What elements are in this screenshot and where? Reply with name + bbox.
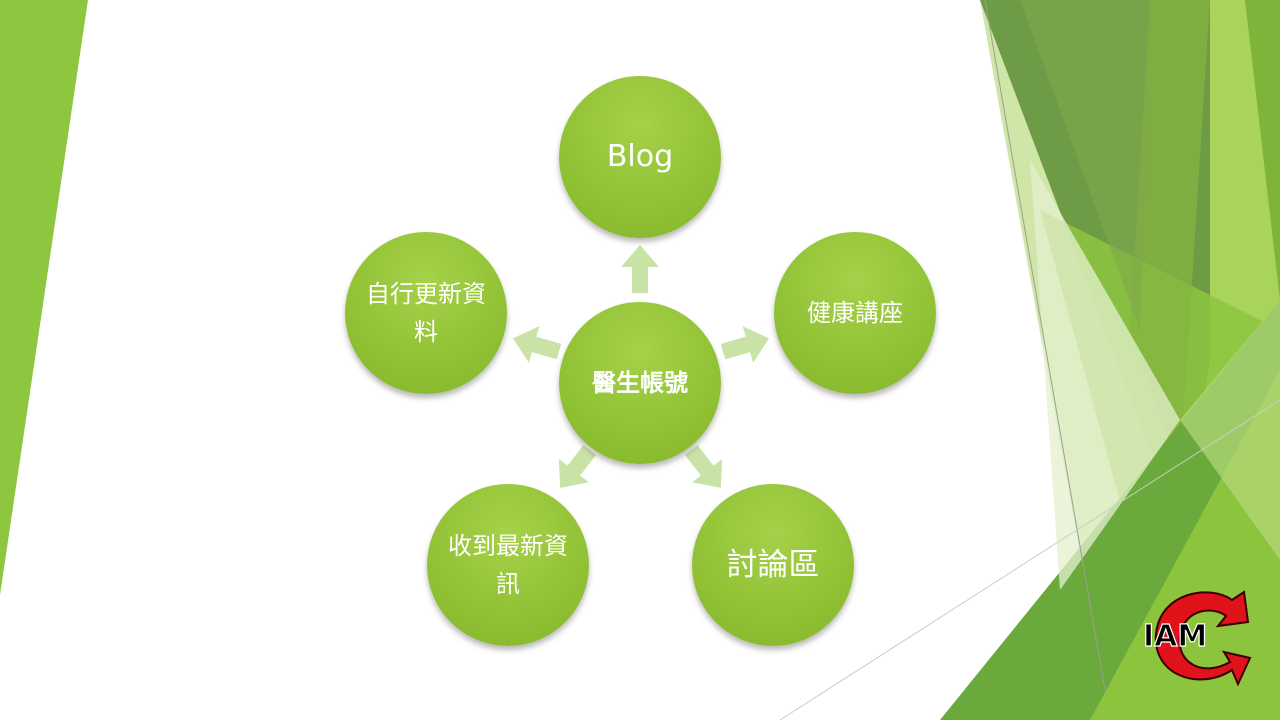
- arrow-to-blog: [621, 245, 659, 293]
- node-blog-label: Blog: [606, 139, 674, 174]
- node-health-seminar-label: 健康講座: [807, 299, 903, 327]
- node-health-seminar: 健康講座: [774, 232, 936, 394]
- svg-text:IAM: IAM: [1143, 619, 1207, 654]
- arrow-to-latest-info: [545, 438, 604, 499]
- node-self-update: 自行更新資料: [345, 232, 507, 394]
- node-center-doctor-account: 醫生帳號: [559, 302, 721, 464]
- node-discussion: 討論區: [692, 484, 854, 646]
- arrow-to-discussion: [676, 438, 735, 499]
- iam-logo: IAM: [1142, 590, 1252, 687]
- node-latest-info-label: 收到最新資訊: [448, 532, 568, 598]
- node-latest-info: 收到最新資訊: [427, 484, 589, 646]
- node-center-label: 醫生帳號: [592, 369, 688, 397]
- node-discussion-label: 討論區: [726, 547, 820, 583]
- arrow-to-health-seminar: [718, 320, 775, 370]
- arrow-to-self-update: [508, 320, 565, 370]
- node-self-update-label: 自行更新資料: [366, 280, 486, 346]
- node-blog: Blog: [559, 76, 721, 238]
